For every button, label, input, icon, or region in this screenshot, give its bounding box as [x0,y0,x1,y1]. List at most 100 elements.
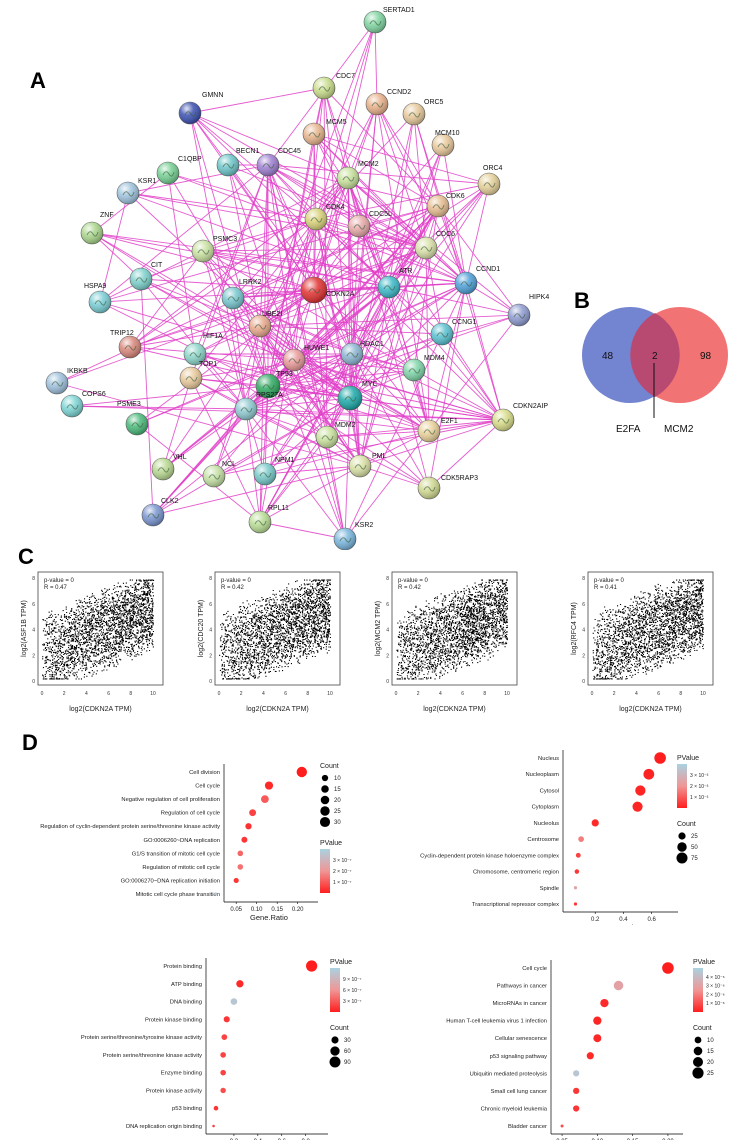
node-cdk6: CDK6 [426,193,465,218]
scatter-r: R = 0.42 [221,585,245,591]
network-edge [376,103,439,207]
category-label: Cell division [189,770,220,776]
x-tick-label: 0.4 [254,1139,263,1140]
node-top1: TOP1 [179,361,217,390]
category-label: Regulation of cell cycle [161,811,220,817]
dot [221,1034,228,1040]
category-label: GO:0006260~DNA replication [143,838,220,844]
node-ksr2: KSR2 [333,522,373,550]
panel-label-c: C [18,544,34,569]
scatter-xtick: 2 [240,691,243,697]
node-label: C1QBP [178,156,202,163]
node-label: CDKN2AIP [513,403,548,410]
network-edge [259,164,269,327]
node-ncl: NCL [202,461,236,488]
scatter-xtick: 6 [107,691,110,697]
scatter-xtick: 6 [461,691,464,697]
category-label: Nucleolus [534,821,560,827]
scatter-xtick: 4 [262,691,265,697]
category-label: MicroRNAs in cancer [493,1001,548,1007]
count-legend-label: 20 [707,1060,714,1066]
node-clk2: CLK2 [141,498,179,527]
network-edge [315,218,443,335]
scatter-ytick: 0 [209,679,212,685]
scatter-xtick: 0 [218,691,221,697]
protein-interaction-network: SERTAD1CDC7CCND2ORC5GMNNMCM5MCM10C1QBPBE… [45,7,549,550]
node-pml: PML [348,453,387,478]
count-legend-dot [677,842,687,852]
node-label: ZNF [100,212,114,219]
node-label: NPM1 [275,457,295,464]
scatter-pvalue: p-value = 0 [44,578,75,584]
dot [586,1052,594,1060]
pvalue-legend-label: 1 × 10⁻⁶ [706,1001,725,1007]
node-label: MCM10 [435,130,460,137]
dot [220,1087,226,1094]
pvalue-legend-label: 6 × 10⁻⁷ [343,988,362,994]
node-label: RPS27A [256,392,283,399]
scatter-points [396,579,508,680]
network-edge [259,436,328,523]
panel-label-a: A [30,68,46,93]
node-mcm2: MCM2 [336,161,379,190]
dot [264,781,274,790]
scatter-xtick: 2 [417,691,420,697]
network-edge [202,177,349,252]
count-legend-dot [694,1036,702,1044]
network-edge [267,314,520,387]
network-edge [267,164,490,185]
node-psme3: PSME3 [117,401,149,436]
scatter-ytick: 4 [209,628,212,634]
scatter-r: R = 0.42 [398,585,422,591]
network-edge [267,385,430,489]
network-edge [315,113,415,220]
node-cdk4: CDK4 [304,204,345,231]
dot [654,752,666,764]
network-edge [245,183,490,410]
node-ccng1: CCNG1 [430,319,477,346]
scatter-ytick: 0 [386,679,389,685]
scatter-pvalue: p-value = 0 [398,578,429,584]
node-label: CLK2 [161,498,179,505]
scatter-ytick: 6 [209,602,212,608]
node-hdac1: HDAC1 [340,341,384,366]
network-edge [227,164,295,361]
category-label: p53 binding [172,1106,202,1112]
node-label: MDM4 [424,355,445,362]
scatter-ylabel: log2(RFC4 TPM) [571,602,578,655]
node-label: CDK5RAP3 [441,475,478,482]
network-edge [129,325,261,348]
category-label: Enzyme binding [161,1071,202,1077]
category-label: Protein serine/threonine kinase activity [103,1053,202,1059]
count-legend-label: 10 [334,776,341,782]
category-label: Chronic myeloid leukemia [481,1106,548,1112]
scatter-ytick: 2 [582,653,585,659]
node-label: MYC [362,381,378,388]
node-label: CDK6 [446,193,465,200]
node-label: LRRK2 [239,279,262,286]
x-axis-title: Gene.Ratio [600,923,638,925]
scatter-ytick: 6 [386,602,389,608]
node-znf: ZNF [80,212,114,245]
node-e2f1: E2F1 [417,418,458,443]
network-edge [351,225,360,355]
network-edge [245,314,520,410]
network-edge [202,250,351,399]
pvalue-legend-label: 1 × 10⁻³ [690,795,709,801]
network-edge [99,192,129,303]
venn-right-count: 98 [700,351,712,362]
dot [560,1124,564,1128]
dot [296,766,307,778]
scatter-xtick: 4 [85,691,88,697]
network-edge [202,247,427,252]
dot [632,801,643,812]
network-edge [313,177,349,291]
network-edge [245,325,261,410]
network-edge [202,250,247,410]
dot [575,852,581,858]
dot [600,998,609,1008]
dot [237,850,244,857]
dot [573,1070,580,1077]
